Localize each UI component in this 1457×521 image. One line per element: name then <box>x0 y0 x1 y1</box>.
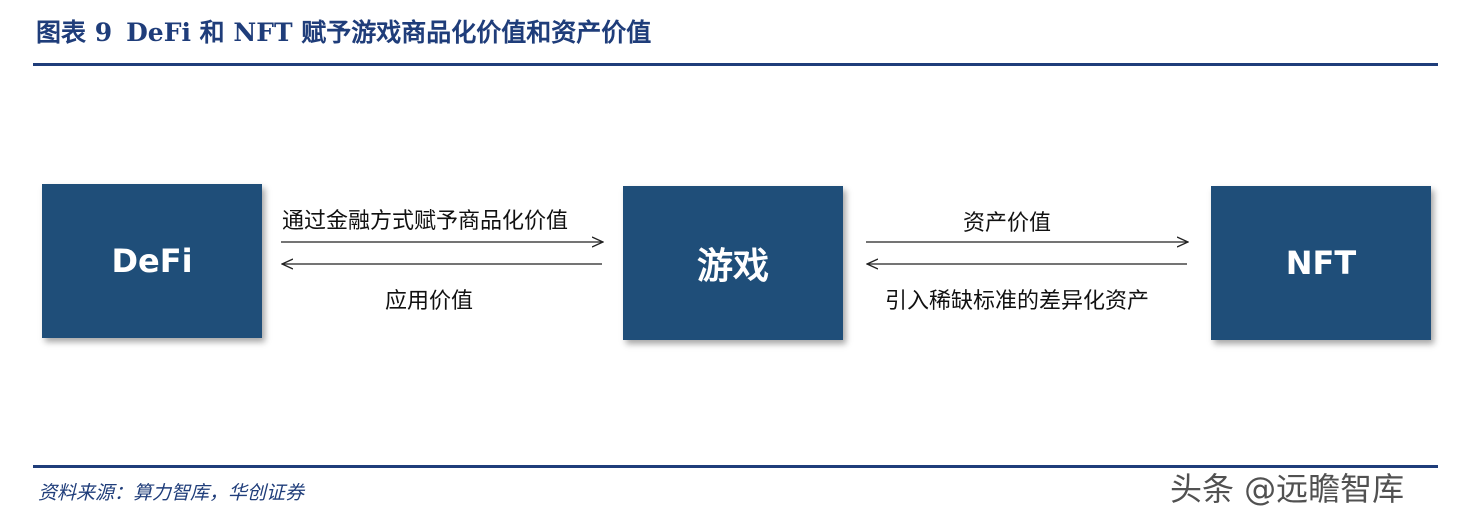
source-note: 资料来源：算力智库，华创证券 <box>38 482 305 504</box>
label-defi-to-game: 通过金融方式赋予商品化价值 <box>282 209 569 234</box>
label-nft-to-game: 引入稀缺标准的差异化资产 <box>885 289 1150 314</box>
nft-node: NFT <box>1211 186 1431 340</box>
defi-node: DeFi <box>42 184 262 338</box>
bottom-rule <box>33 465 1438 468</box>
figure-number: 图表 9 <box>36 18 113 47</box>
label-game-to-nft: 资产价值 <box>963 211 1052 236</box>
figure-title-text: DeFi 和 NFT 赋予游戏商品化价值和资产价值 <box>126 18 652 47</box>
figure-title: 图表 9 DeFi 和 NFT 赋予游戏商品化价值和资产价值 <box>36 18 665 48</box>
label-game-to-defi: 应用价值 <box>385 289 474 314</box>
watermark: 头条 @远瞻智库 <box>1170 470 1405 508</box>
top-rule <box>33 63 1438 66</box>
game-node: 游戏 <box>623 186 843 340</box>
